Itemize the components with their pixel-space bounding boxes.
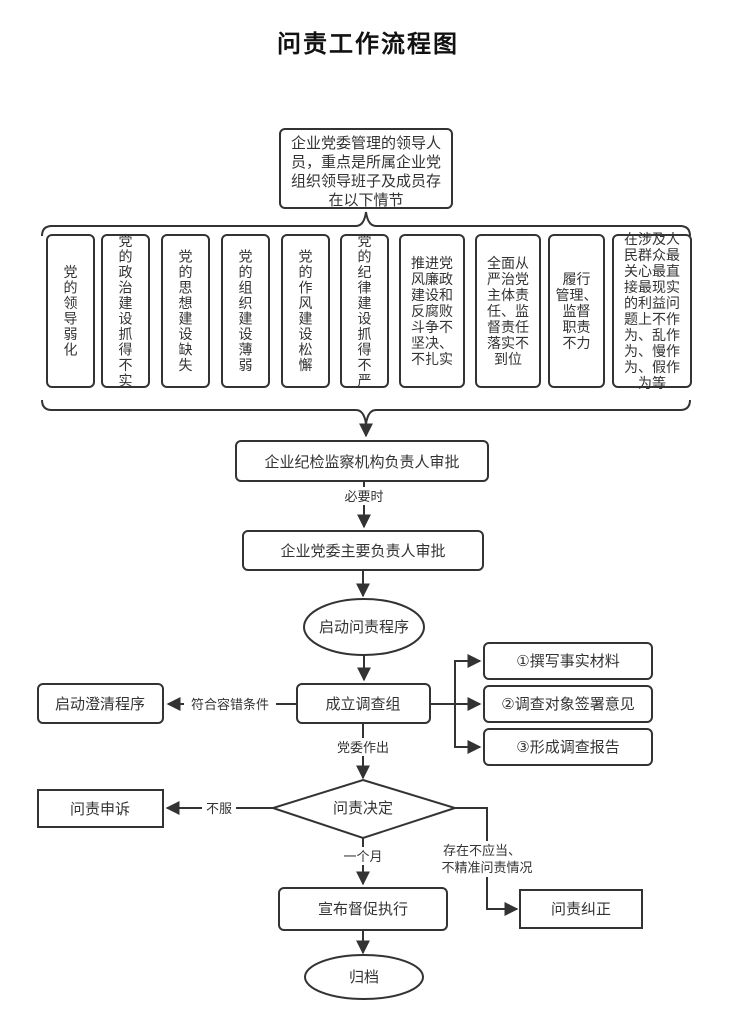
label-disagree: 不服 — [206, 802, 232, 817]
svg-text:归档: 归档 — [349, 968, 379, 986]
page-title: 问责工作流程图 — [277, 30, 459, 58]
circumstance-text: 推进党风廉政建设和反腐败斗争不坚决、不扎实 — [411, 256, 453, 368]
circumstance-text: 在涉及人民群众最关心最直接最现实的利益问题上不作为、乱作为、慢作为、假作为等 — [624, 232, 680, 392]
svg-text:启动问责程序: 启动问责程序 — [319, 618, 409, 636]
svg-text:问责纠正: 问责纠正 — [551, 900, 611, 918]
node-archive[interactable]: 归档 — [304, 954, 424, 1000]
node-decision[interactable]: 问责决定 — [269, 778, 459, 840]
edge-to-step-1 — [454, 654, 482, 704]
edge-to-step-3 — [454, 704, 482, 754]
svg-text:成立调查组: 成立调查组 — [325, 695, 400, 713]
top-node-line: 组织领导班子及成员存 — [291, 172, 441, 190]
circumstance-box[interactable]: 党的组织建设薄弱 — [221, 234, 270, 388]
label-improper-2: 不精准问责情况 — [441, 861, 532, 876]
circumstance-box[interactable]: 党的纪律建设抓得不严 — [340, 234, 389, 390]
label-party-decides: 党委作出 — [337, 741, 389, 756]
node-party-approval[interactable]: 企业党委主要负责人审批 — [242, 530, 484, 571]
top-node-line: 在以下情节 — [328, 191, 403, 209]
node-execution[interactable]: 宣布督促执行 — [278, 887, 448, 931]
circumstance-text: 党的作风建设松懈 — [299, 249, 313, 374]
node-clarify-procedure[interactable]: 启动澄清程序 — [37, 683, 164, 724]
circumstance-box[interactable]: 在涉及人民群众最关心最直接最现实的利益问题上不作为、乱作为、慢作为、假作为等 — [612, 232, 692, 392]
circumstance-box[interactable]: 党的政治建设抓得不实 — [101, 234, 150, 390]
circumstance-text: 党的纪律建设抓得不严 — [358, 234, 372, 390]
circumstance-text: 全面从严治党主体责任、监督责任落实不到位 — [487, 255, 529, 368]
node-subject-scope[interactable]: 企业党委管理的领导人员，重点是所属企业党组织领导班子及成员存在以下情节 — [279, 128, 453, 209]
node-step-1[interactable]: ①撰写事实材料 — [483, 642, 653, 680]
svg-text:启动澄清程序: 启动澄清程序 — [55, 695, 145, 713]
node-correction[interactable]: 问责纠正 — [519, 889, 643, 929]
node-step-3[interactable]: ③形成调查报告 — [483, 728, 653, 766]
node-appeal[interactable]: 问责申诉 — [37, 789, 164, 828]
top-node-line: 员，重点是所属企业党 — [291, 153, 441, 171]
svg-text:问责申诉: 问责申诉 — [70, 800, 130, 818]
circumstance-text: 党的领导弱化 — [64, 265, 78, 359]
svg-text:宣布督促执行: 宣布督促执行 — [318, 900, 408, 918]
circumstance-text: 党的政治建设抓得不实 — [119, 234, 133, 390]
circumstance-box[interactable]: 党的领导弱化 — [46, 234, 95, 388]
svg-text:①撰写事实材料: ①撰写事实材料 — [516, 652, 619, 670]
circumstances-group: 党的领导弱化 党的政治建设抓得不实 党的思想建设缺失 党的组织建设薄弱 党的作风建设松懈… — [46, 232, 692, 392]
bottom-brace — [41, 399, 691, 425]
label-fault-tolerance: 符合容错条件 — [191, 697, 269, 713]
top-brace — [41, 211, 691, 237]
circumstance-box[interactable]: 推进党风廉政建设和反腐败斗争不坚决、不扎实 — [399, 234, 465, 388]
svg-text:企业党委管理的领导人员，重点是所属企业党组织领导班子及成员存: 企业党委管理的领导人员，重点是所属企业党组织领导班子及成员存在以下情节 — [291, 134, 441, 209]
node-discipline-approval[interactable]: 企业纪检监察机构负责人审批 — [235, 440, 489, 482]
svg-text:企业党委主要负责人审批: 企业党委主要负责人审批 — [280, 542, 445, 560]
circumstance-text: 党的思想建设缺失 — [179, 249, 193, 374]
svg-text:③形成调查报告: ③形成调查报告 — [516, 738, 619, 756]
node-start-procedure[interactable]: 启动问责程序 — [303, 598, 425, 656]
node-investigation-group[interactable]: 成立调查组 — [296, 683, 431, 724]
circumstance-box[interactable]: 全面从严治党主体责任、监督责任落实不到位 — [475, 234, 541, 388]
label-one-month: 一个月 — [343, 850, 382, 865]
circumstance-text: 履行管理、监督职责不力 — [556, 272, 598, 352]
svg-text:问责决定: 问责决定 — [333, 799, 393, 817]
top-node-line: 企业党委管理的领导人 — [291, 134, 441, 152]
label-improper-1: 存在不应当、 — [443, 843, 521, 859]
circumstance-box[interactable]: 履行管理、监督职责不力 — [548, 234, 605, 388]
svg-text:企业纪检监察机构负责人审批: 企业纪检监察机构负责人审批 — [264, 453, 459, 471]
node-step-2[interactable]: ②调查对象签署意见 — [483, 685, 653, 723]
svg-text:②调查对象签署意见: ②调查对象签署意见 — [501, 695, 634, 713]
circumstance-box[interactable]: 党的思想建设缺失 — [161, 234, 210, 388]
circumstance-box[interactable]: 党的作风建设松懈 — [281, 234, 330, 388]
circumstance-text: 党的组织建设薄弱 — [239, 249, 253, 374]
label-when-necessary: 必要时 — [344, 490, 383, 505]
